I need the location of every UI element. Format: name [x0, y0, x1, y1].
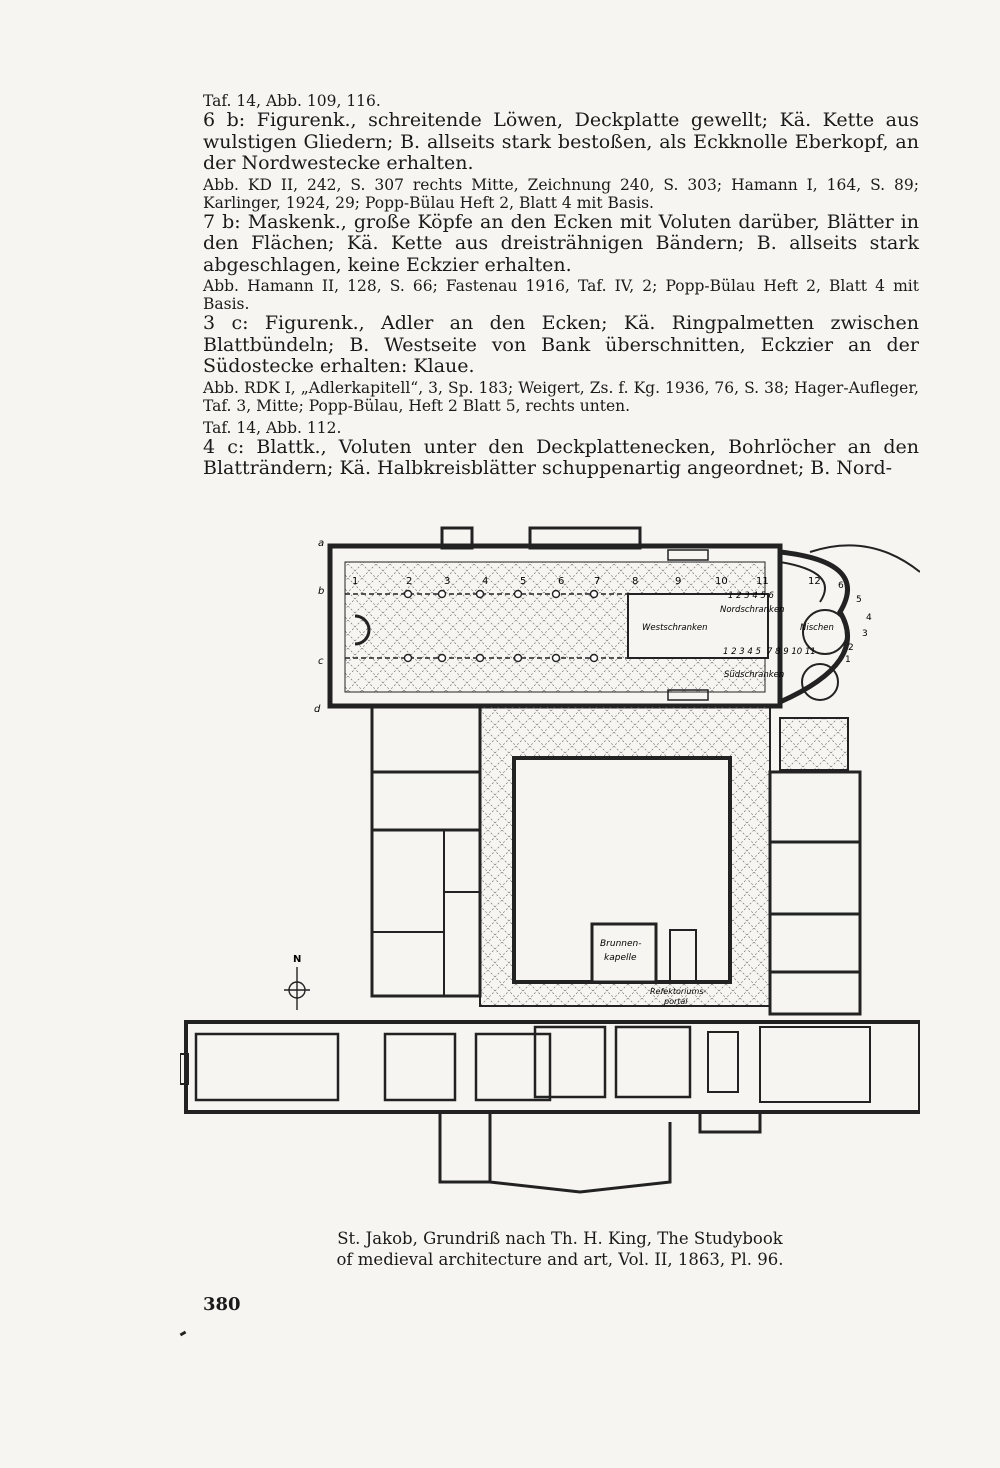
bay-number: 11: [756, 576, 769, 587]
south-range: [180, 1020, 920, 1194]
east-wing: [768, 770, 862, 1016]
paragraph-7: Abb. RDK I, „Adlerkapitell“, 3, Sp. 183;…: [203, 378, 919, 415]
north-screens-label: Nordschranken: [720, 605, 785, 615]
apse-number: 1: [845, 655, 851, 665]
compass-icon: [284, 967, 310, 1010]
row-label-b: b: [318, 586, 324, 597]
apse-number: 5: [856, 595, 862, 605]
paragraph-9: 4 c: Blattk., Voluten unter den Deckplat…: [203, 435, 919, 479]
row-label-d: d: [314, 704, 321, 715]
south-screen-numbers: 1 2 3 4 5: [723, 647, 761, 657]
bay-number: 9: [675, 576, 681, 587]
row-label-a: a: [318, 538, 324, 549]
cloister: [479, 705, 849, 1007]
nave-pillars: [403, 589, 599, 663]
north-screen-numbers: 1 2 3 4 5 6: [728, 591, 775, 601]
fountain-chapel-label-2: kapelle: [604, 953, 637, 963]
refectory-portal-label: Refektoriums-: [650, 987, 706, 996]
bay-number: 6: [558, 576, 564, 587]
paragraph-4: 7 b: Maskenk., große Köpfe an den Ecken …: [203, 210, 919, 276]
caption-line-1: St. Jakob, Grundriß nach Th. H. King, Th…: [337, 1229, 783, 1248]
bay-number: 2: [406, 576, 412, 587]
caption-line-2: of medieval architecture and art, Vol. I…: [336, 1250, 784, 1269]
east-screen-numbers: 7 8 9 10 11: [767, 647, 816, 657]
apse-numbers: 1 2 3 4 5 6: [838, 581, 872, 665]
paragraph-2: 6 b: Figurenk., schreitende Löwen, Deckp…: [203, 109, 919, 174]
bay-number: 5: [520, 576, 526, 587]
paragraph-5: Abb. Hamann II, 128, S. 66; Fastenau 191…: [203, 277, 919, 313]
bay-number: 3: [444, 576, 450, 587]
floor-plan: a b c d 1 2 3 4 5 6 7 8 9 10 11 12 Wests…: [180, 526, 920, 1194]
west-wing: [370, 704, 482, 998]
south-screens-label: Südschranken: [724, 670, 784, 680]
altar-label: Nischen: [800, 623, 834, 633]
paragraph-6: 3 c: Figurenk., Adler an den Ecken; Kä. …: [203, 312, 919, 377]
bay-number: 4: [482, 576, 488, 587]
west-screens-label: Westschranken: [642, 623, 708, 633]
apse-number: 3: [862, 629, 868, 639]
text-block: Taf. 14, Abb. 109, 116. 6 b: Figurenk., …: [203, 92, 919, 480]
paragraph-3: Abb. KD II, 242, S. 307 rechts Mitte, Ze…: [203, 175, 919, 212]
bay-numbers: 1 2 3 4 5 6 7 8 9 10 11 12: [352, 576, 821, 587]
row-label-c: c: [318, 656, 324, 667]
bay-number: 8: [632, 576, 638, 587]
bay-number: 1: [352, 576, 358, 587]
apse-number: 4: [866, 613, 872, 623]
compass-north-label: N: [293, 954, 301, 965]
figure-caption: St. Jakob, Grundriß nach Th. H. King, Th…: [280, 1228, 840, 1270]
bay-number: 10: [715, 576, 728, 587]
ink-mark: [179, 1330, 187, 1337]
paragraph-8: Taf. 14, Abb. 112.: [203, 418, 342, 437]
paragraph-1: Taf. 14, Abb. 109, 116.: [203, 92, 381, 110]
apse-number: 2: [848, 643, 854, 653]
bay-number: 7: [594, 576, 600, 587]
refectory-portal-label-2: portal: [663, 997, 688, 1006]
bay-number: 12: [808, 576, 821, 587]
fountain-chapel-label: Brunnen-: [600, 939, 641, 949]
screen-labels: Westschranken Nordschranken Südschranken…: [642, 591, 834, 680]
chapel-labels: Brunnen- kapelle Refektoriums- portal: [600, 939, 706, 1006]
church-nave: [327, 526, 920, 709]
page-number: 380: [203, 1294, 241, 1315]
apse-number: 6: [838, 581, 844, 591]
